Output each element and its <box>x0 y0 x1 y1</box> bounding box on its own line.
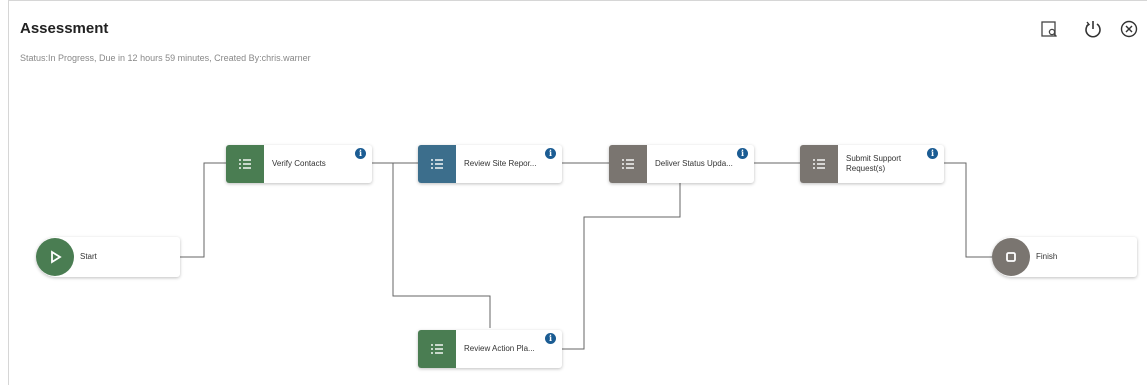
start-label: Start <box>80 252 97 261</box>
stop-icon <box>992 238 1030 276</box>
task-node-review-site-report[interactable]: Review Site Repor... i <box>418 145 562 183</box>
task-label: Review Action Pla... <box>464 344 535 353</box>
edge-verify-review-action <box>392 163 491 328</box>
workflow-panel <box>8 0 1147 385</box>
task-list-icon <box>800 145 838 183</box>
preview-icon[interactable] <box>1038 18 1060 40</box>
info-icon[interactable]: i <box>737 148 748 159</box>
edge-start-verify <box>180 162 226 258</box>
task-list-icon <box>418 145 456 183</box>
close-icon[interactable] <box>1118 18 1140 40</box>
task-node-verify-contacts[interactable]: Verify Contacts i <box>226 145 372 183</box>
task-node-submit-support-request[interactable]: Submit Support Request(s) i <box>800 145 944 183</box>
task-label: Verify Contacts <box>272 159 326 168</box>
task-list-icon <box>226 145 264 183</box>
play-icon <box>36 238 74 276</box>
task-node-review-action-plan[interactable]: Review Action Pla... i <box>418 330 562 368</box>
finish-label: Finish <box>1036 252 1058 261</box>
task-list-icon <box>609 145 647 183</box>
status-line: Status:In Progress, Due in 12 hours 59 m… <box>20 53 311 63</box>
info-icon[interactable]: i <box>545 333 556 344</box>
info-icon[interactable]: i <box>355 148 366 159</box>
info-icon[interactable]: i <box>927 148 938 159</box>
refresh-icon[interactable] <box>1082 18 1104 40</box>
page-title: Assessment <box>20 20 109 37</box>
finish-node[interactable]: Finish <box>992 237 1137 277</box>
task-label: Submit Support Request(s) <box>846 154 902 173</box>
task-list-icon <box>418 330 456 368</box>
info-icon[interactable]: i <box>545 148 556 159</box>
edge-submit-finish <box>944 162 992 258</box>
task-node-deliver-status-update[interactable]: Deliver Status Upda... i <box>609 145 754 183</box>
start-node[interactable]: Start <box>36 237 180 277</box>
task-label: Review Site Repor... <box>464 159 537 168</box>
task-label: Deliver Status Upda... <box>655 159 733 168</box>
edge-action-deliver <box>562 183 681 350</box>
